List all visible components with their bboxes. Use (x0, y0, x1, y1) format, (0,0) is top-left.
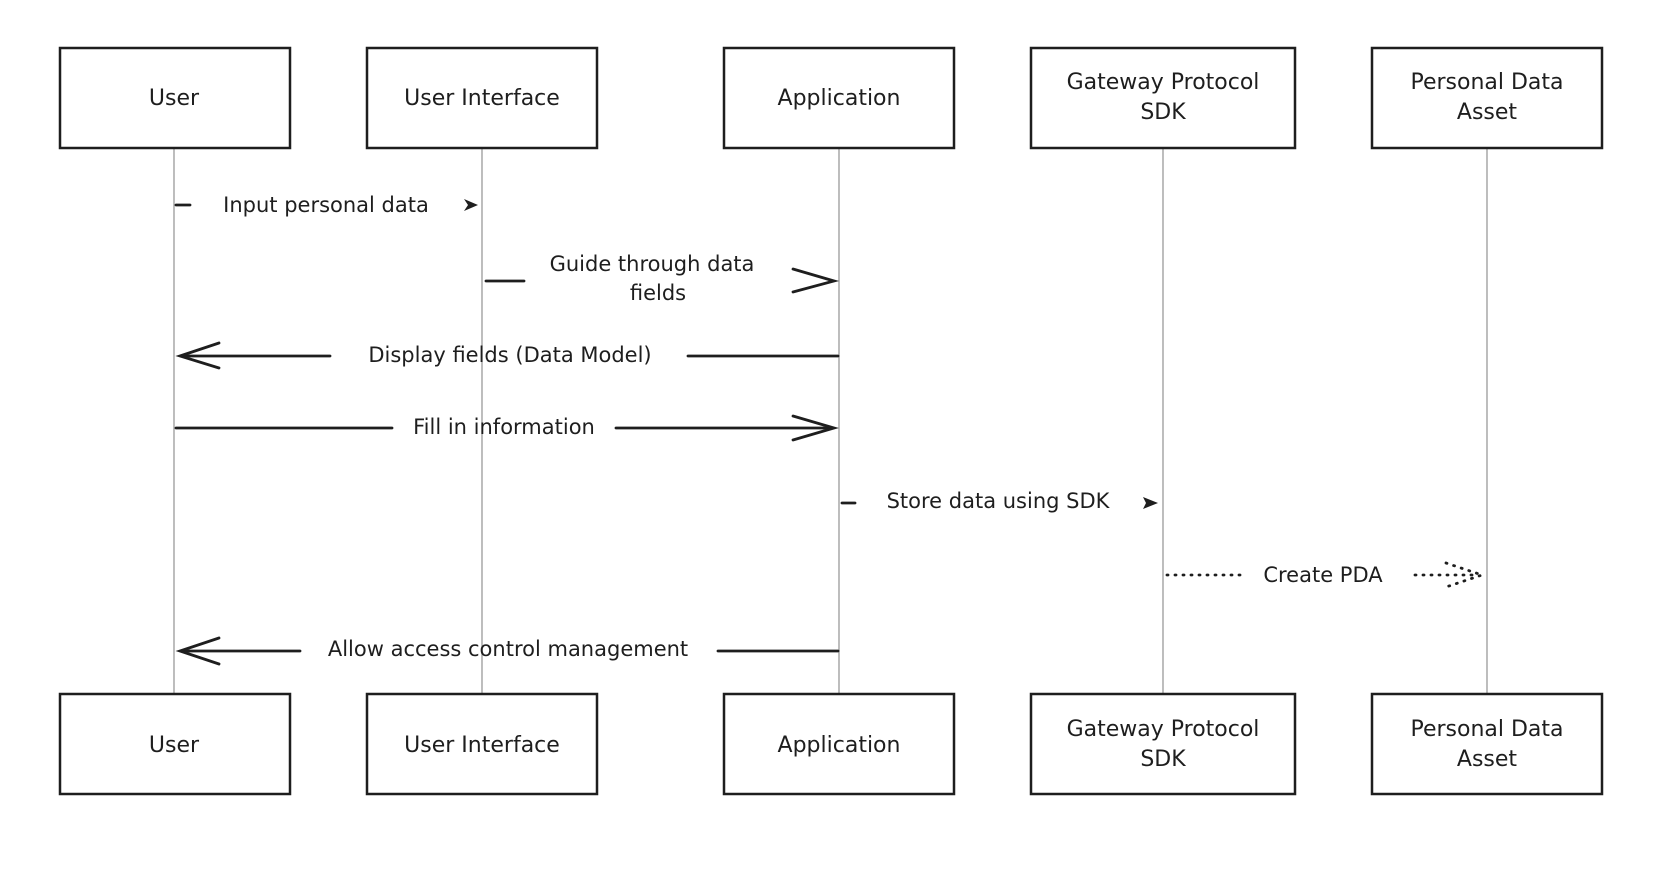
participant-bottom-user: User (58, 692, 292, 796)
message-create-pda: Create PDA (1165, 561, 1487, 589)
arrowhead-icon (1143, 497, 1158, 509)
arrowhead-icon (464, 199, 478, 211)
message-store-data-using-sdk: Store data using SDK (840, 489, 1158, 513)
participant-bottom-application: Application (722, 692, 956, 796)
message-guide-through-data-fields: Guide through data fields (484, 252, 840, 305)
svg-text:Personal Data: Personal Data (1410, 717, 1563, 742)
svg-text:Asset: Asset (1457, 747, 1518, 772)
message-fill-in-information: Fill in information (174, 414, 839, 442)
participant-top-application: Application (722, 46, 956, 150)
message-display-fields: Display fields (Data Model) (175, 341, 840, 370)
svg-text:User: User (149, 733, 200, 758)
svg-text:Application: Application (778, 86, 901, 111)
svg-text:Fill in information: Fill in information (413, 415, 595, 439)
participant-top-user-interface: User Interface (365, 46, 599, 150)
svg-text:Display fields (Data Model): Display fields (Data Model) (368, 343, 651, 367)
message-input-personal-data: Input personal data (174, 193, 478, 217)
arrowhead-icon (175, 341, 221, 370)
svg-text:User Interface: User Interface (404, 86, 560, 111)
svg-text:Gateway Protocol: Gateway Protocol (1067, 717, 1260, 742)
participant-bottom-personal-data-asset: Personal Data Asset (1370, 692, 1604, 796)
svg-text:Application: Application (778, 733, 901, 758)
svg-text:Personal Data: Personal Data (1410, 70, 1563, 95)
arrowhead-icon (175, 636, 221, 666)
arrowhead-icon (1444, 561, 1487, 589)
svg-text:Gateway Protocol: Gateway Protocol (1067, 70, 1260, 95)
svg-text:Guide through data: Guide through data (550, 252, 755, 276)
participant-top-gateway-sdk: Gateway Protocol SDK (1029, 46, 1297, 150)
svg-text:fields: fields (630, 281, 686, 305)
svg-text:User: User (149, 86, 200, 111)
svg-text:Store data using SDK: Store data using SDK (887, 489, 1111, 513)
participant-top-personal-data-asset: Personal Data Asset (1370, 46, 1604, 150)
arrowhead-icon (791, 267, 840, 294)
svg-text:Input personal data: Input personal data (223, 193, 429, 217)
svg-text:SDK: SDK (1140, 100, 1186, 125)
svg-text:SDK: SDK (1140, 747, 1186, 772)
participant-bottom-user-interface: User Interface (365, 692, 599, 796)
message-allow-access-control-management: Allow access control management (175, 636, 840, 666)
participant-top-user: User (58, 46, 292, 150)
svg-text:Allow access control managemen: Allow access control management (328, 637, 688, 661)
svg-text:Create PDA: Create PDA (1263, 563, 1383, 587)
arrowhead-icon (791, 414, 839, 442)
svg-text:User Interface: User Interface (404, 733, 560, 758)
participant-bottom-gateway-sdk: Gateway Protocol SDK (1029, 692, 1297, 796)
svg-text:Asset: Asset (1457, 100, 1518, 125)
